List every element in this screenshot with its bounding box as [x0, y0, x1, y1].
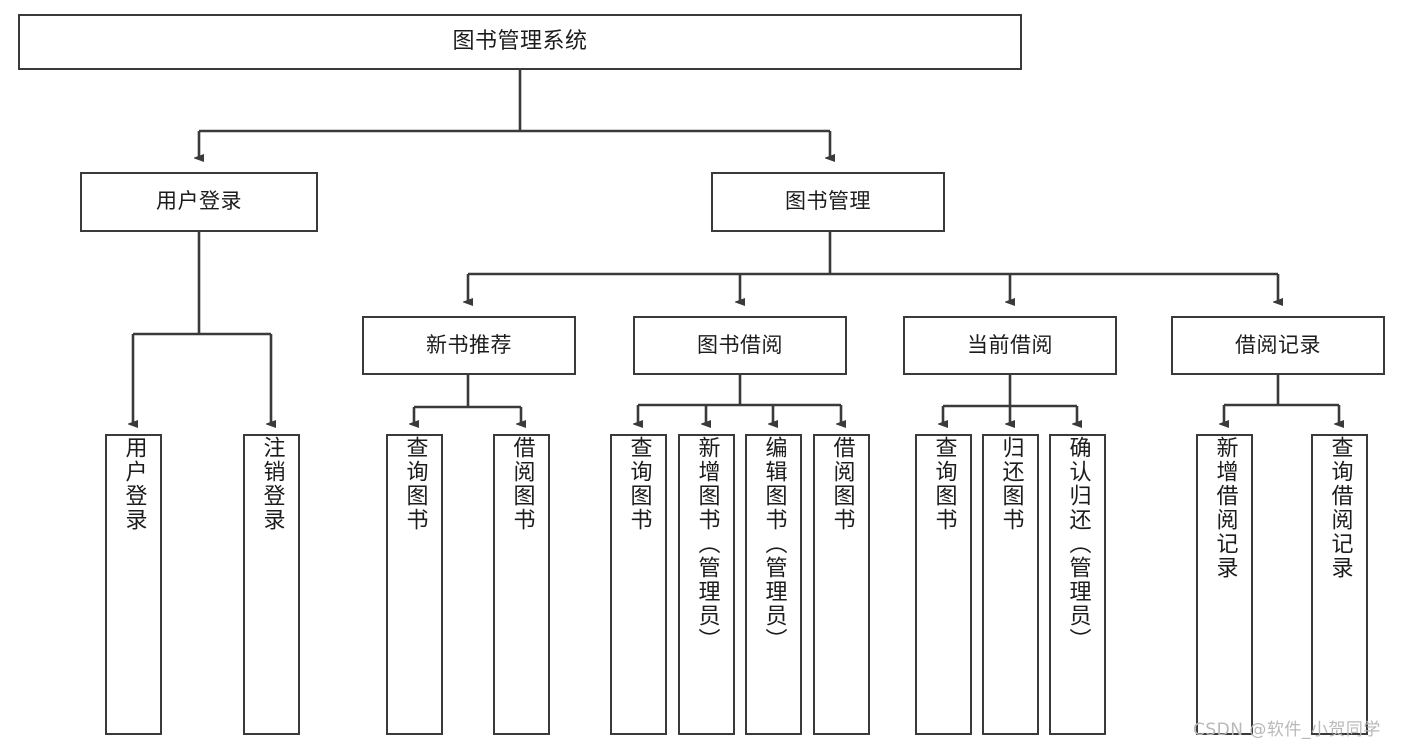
node-label: 编辑图书（管理员）: [761, 436, 787, 652]
leaf-record-add-record[interactable]: 新增借阅记录: [1196, 434, 1253, 735]
node-current-borrow[interactable]: 当前借阅: [903, 316, 1117, 375]
node-label: 借阅图书: [509, 436, 535, 532]
node-borrow-record[interactable]: 借阅记录: [1171, 316, 1385, 375]
node-label: 注销登录: [259, 436, 285, 532]
node-label: 图书管理系统: [452, 28, 588, 54]
node-user-login[interactable]: 用户登录: [80, 172, 318, 232]
leaf-new-book-query[interactable]: 查询图书: [386, 434, 443, 735]
leaf-user-login-login[interactable]: 用户登录: [105, 434, 162, 735]
leaf-current-return-book[interactable]: 归还图书: [982, 434, 1039, 735]
node-label: 图书管理: [785, 189, 871, 214]
node-book-management[interactable]: 图书管理: [711, 172, 945, 232]
node-label: 归还图书: [998, 436, 1024, 532]
node-label: 当前借阅: [967, 332, 1053, 357]
node-new-book-recommend[interactable]: 新书推荐: [362, 316, 576, 375]
node-label: 新增图书（管理员）: [694, 436, 720, 652]
leaf-borrow-add-book-admin[interactable]: 新增图书（管理员）: [678, 434, 735, 735]
node-label: 查询借阅记录: [1327, 436, 1353, 580]
node-label: 查询图书: [402, 436, 428, 532]
watermark: CSDN @软件_小贺同学: [1193, 720, 1381, 740]
node-label: 查询图书: [931, 436, 957, 532]
leaf-record-query-record[interactable]: 查询借阅记录: [1311, 434, 1368, 735]
leaf-borrow-edit-book-admin[interactable]: 编辑图书（管理员）: [745, 434, 802, 735]
leaf-borrow-query-book[interactable]: 查询图书: [610, 434, 667, 735]
leaf-user-login-logout[interactable]: 注销登录: [243, 434, 300, 735]
node-label: 查询图书: [626, 436, 652, 532]
node-label: 用户登录: [156, 189, 242, 214]
node-book-borrow[interactable]: 图书借阅: [633, 316, 847, 375]
leaf-current-query-book[interactable]: 查询图书: [915, 434, 972, 735]
node-label: 用户登录: [121, 436, 147, 532]
node-root-system[interactable]: 图书管理系统: [18, 14, 1022, 70]
node-label: 借阅图书: [829, 436, 855, 532]
node-label: 图书借阅: [697, 332, 783, 357]
node-label: 新书推荐: [426, 332, 512, 357]
leaf-borrow-borrow-book[interactable]: 借阅图书: [813, 434, 870, 735]
leaf-current-confirm-return-admin[interactable]: 确认归还（管理员）: [1049, 434, 1106, 735]
node-label: 新增借阅记录: [1212, 436, 1238, 580]
leaf-new-book-borrow[interactable]: 借阅图书: [493, 434, 550, 735]
node-label: 借阅记录: [1235, 332, 1321, 357]
node-label: 确认归还（管理员）: [1065, 436, 1091, 652]
